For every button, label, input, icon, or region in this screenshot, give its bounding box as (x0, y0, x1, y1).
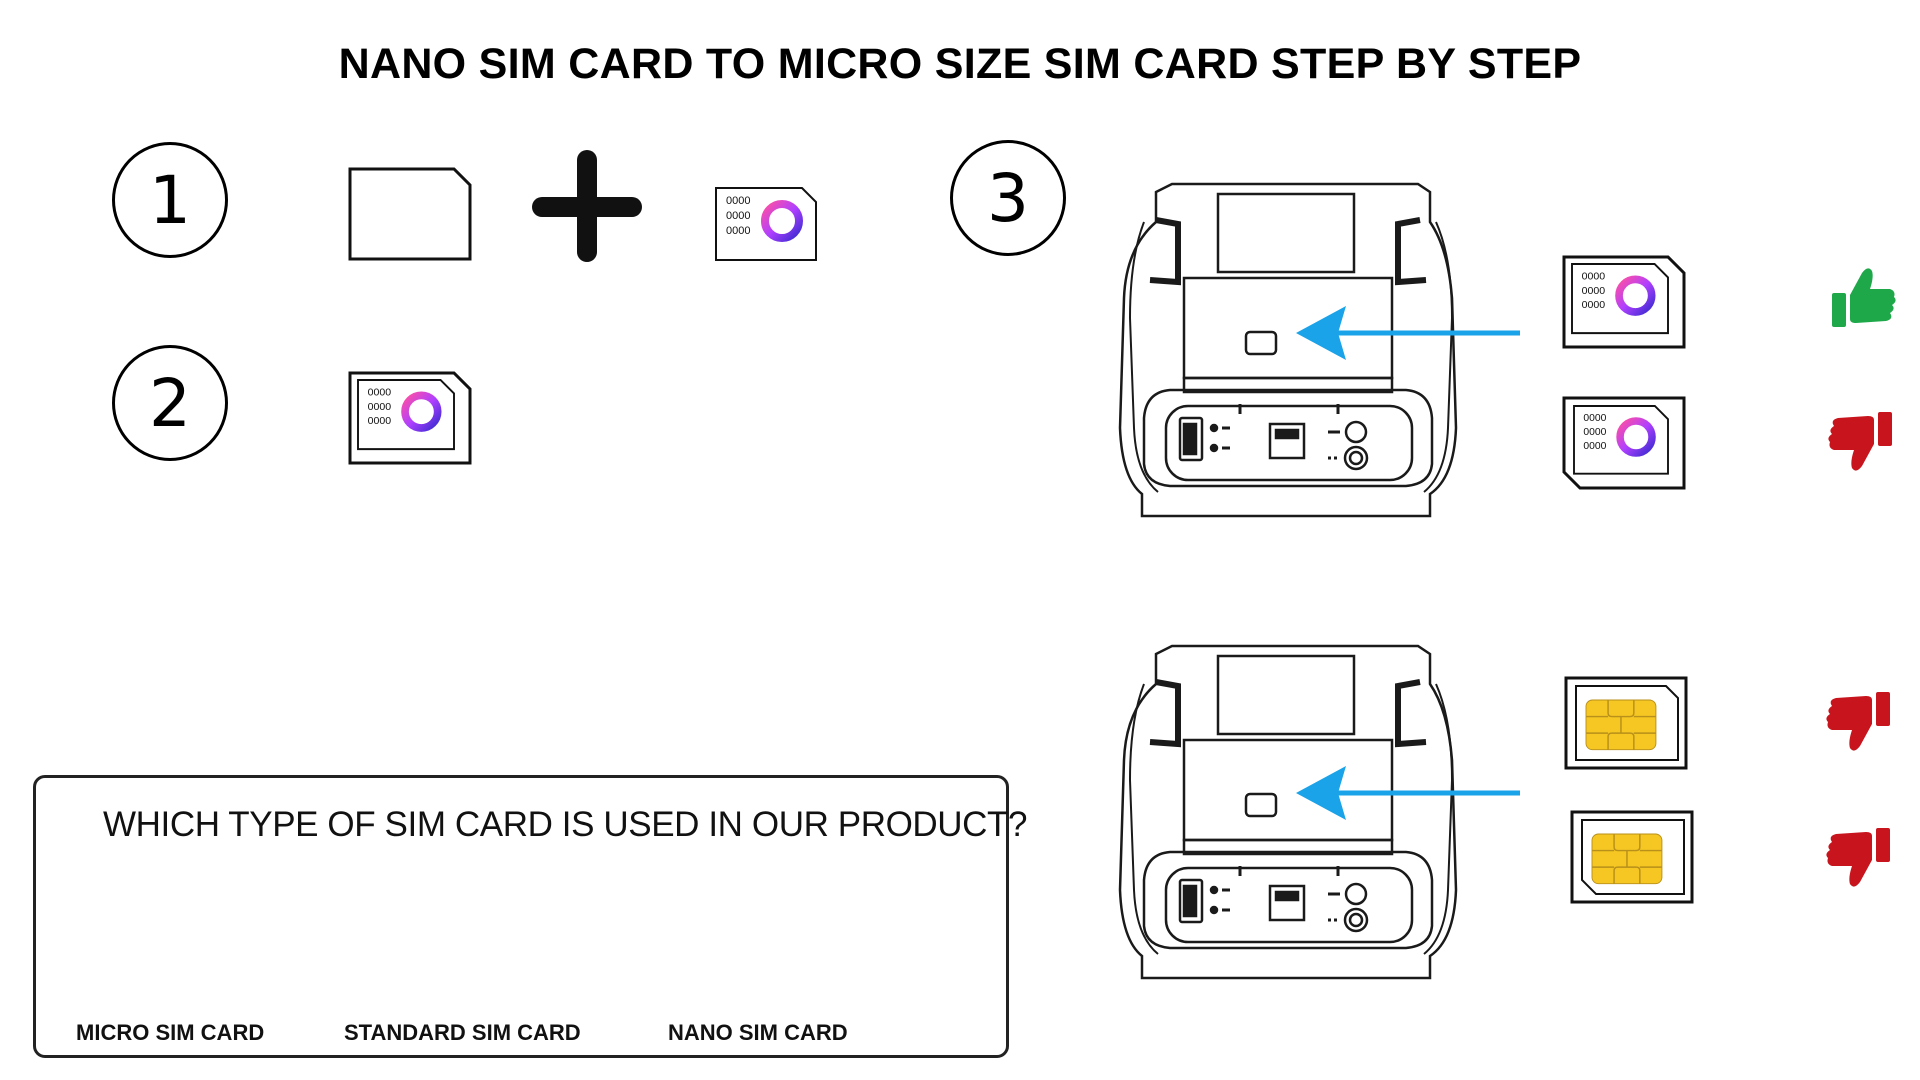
thumbs-up-icon (1832, 268, 1896, 327)
sim-type-question: WHICH TYPE OF SIM CARD IS USED IN OUR PR… (103, 805, 1028, 844)
arrow-left-icon (1296, 766, 1520, 820)
thumbs-down-icon (1826, 692, 1890, 751)
step-number-1: 1 (112, 142, 228, 258)
adapted-branded-sim-rotated (1562, 396, 1686, 490)
nano-sim-label: NANO SIM CARD (668, 1020, 848, 1045)
empty-sim-adapter (348, 167, 472, 261)
thumbs-down-icon (1826, 828, 1890, 887)
chip-sim-in-adapter-rotated (1570, 810, 1694, 904)
thumbs-down-icon (1828, 412, 1892, 471)
standard-sim-label: STANDARD SIM CARD (344, 1020, 581, 1045)
branded-nano-sim (716, 188, 816, 260)
router-device-icon (1120, 184, 1456, 516)
micro-sim-label: MICRO SIM CARD (76, 1020, 265, 1045)
chip-sim-in-adapter (1564, 676, 1688, 770)
page-title: NANO SIM CARD TO MICRO SIZE SIM CARD STE… (338, 40, 1582, 88)
arrow-left-icon (1296, 306, 1520, 360)
step-number-2: 2 (112, 345, 228, 461)
plus-icon (532, 150, 642, 262)
router-device-icon (1120, 646, 1456, 978)
sim-type-panel (33, 775, 1009, 1058)
adapted-branded-micro-sim (1562, 255, 1686, 349)
step-number-3: 3 (950, 140, 1066, 256)
nano-sim-in-adapter (348, 371, 472, 465)
